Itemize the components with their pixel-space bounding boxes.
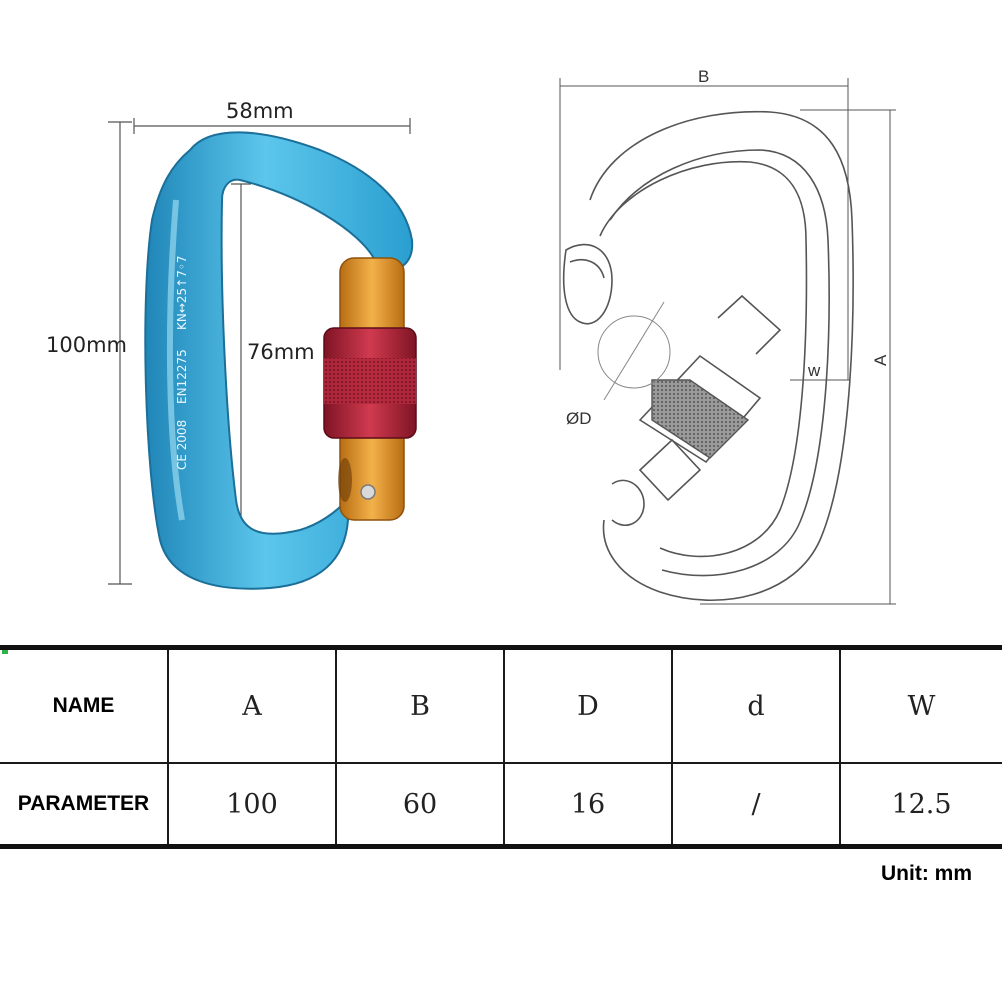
gate-rivet: [360, 484, 376, 500]
value-a: 100: [167, 763, 337, 849]
sleeve-knurl: [324, 358, 416, 404]
width-label: 58mm: [226, 99, 294, 123]
value-d: 16: [503, 763, 673, 849]
column-header-b: B: [335, 645, 505, 764]
column-header-d: D: [503, 645, 673, 764]
drawing-inner-body: [599, 160, 808, 558]
table-row-parameter: PARAMETER 100 60 16 / 12.5: [0, 763, 1002, 849]
drawing-nose-inner: [569, 258, 605, 279]
drawing-knurl-band: [651, 379, 750, 459]
drawing-mid-contour: [609, 149, 830, 577]
drawing-gate-upper: [717, 294, 782, 355]
stamp-en: EN12275: [175, 349, 189, 404]
stamp-kn: KN↔25↑7◦7: [175, 255, 189, 330]
height-dimension-line: [108, 121, 132, 585]
width-dimension-line: [133, 118, 411, 134]
value-w: 12.5: [839, 763, 1002, 849]
a-dimension-line: [700, 109, 896, 605]
carabiner-stamp: CE 2008 EN12275 KN↔25↑7◦7: [175, 255, 189, 470]
d-diameter-indicator: [597, 301, 671, 401]
gate-slot: [338, 458, 352, 502]
carabiner-drawing: [559, 78, 896, 605]
table-row-name: NAME A B D d W: [0, 645, 1002, 764]
drawing-label-w: w: [807, 361, 821, 380]
spec-table: NAME A B D d W PARAMETER 100 60 16 / 12.…: [0, 645, 1002, 849]
value-d-small: /: [671, 763, 841, 849]
drawing-label-a: A: [871, 354, 890, 366]
drawing-label-d: ØD: [566, 409, 592, 428]
height-label: 100mm: [46, 333, 127, 357]
drawing-gate-lower: [638, 438, 702, 502]
unit-note: Unit: mm: [881, 862, 972, 885]
column-header-d-small: d: [671, 645, 841, 764]
drawing-outer-body: [589, 110, 854, 602]
carabiner-photo: CE 2008 EN12275 KN↔25↑7◦7 58mm 100mm 76m…: [46, 99, 417, 590]
drawing-gate-pin: [611, 479, 645, 526]
stamp-ce: CE 2008: [175, 420, 189, 470]
drawing-label-b: B: [698, 67, 709, 86]
column-header-a: A: [167, 645, 337, 764]
drawing-gate-sleeve-outline: [638, 354, 762, 464]
drawing-nose-hook: [562, 243, 613, 325]
column-header-w: W: [839, 645, 1002, 764]
b-dimension-line: [559, 78, 849, 380]
row-header-parameter: PARAMETER: [0, 763, 169, 849]
body-highlight: [166, 199, 185, 521]
product-figure: CE 2008 EN12275 KN↔25↑7◦7 58mm 100mm 76m…: [46, 67, 896, 605]
row-header-name: NAME: [0, 645, 169, 764]
value-b: 60: [335, 763, 505, 849]
carabiner-body: [144, 131, 414, 590]
gate-label: 76mm: [247, 340, 315, 364]
